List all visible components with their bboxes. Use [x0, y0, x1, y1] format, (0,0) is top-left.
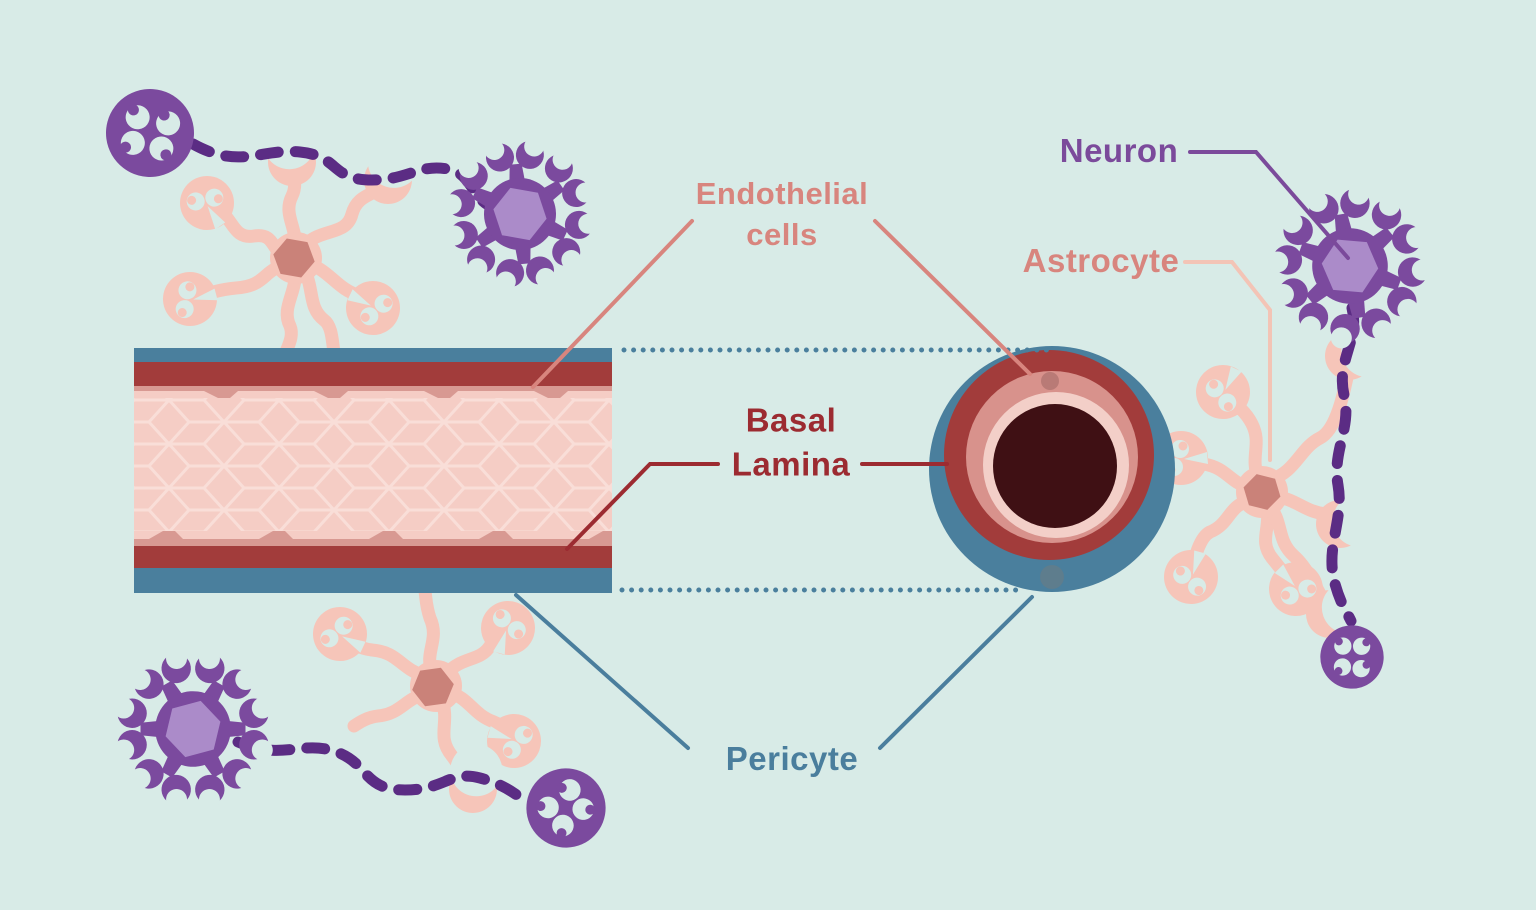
neuron-leader — [1188, 150, 1350, 260]
label-basal-lamina: Basal Lamina — [731, 401, 851, 482]
endothelial-junction-band-top — [134, 386, 612, 398]
label-astrocyte: Astrocyte — [1022, 242, 1180, 280]
label-endothelial-cells: Endothelial cells — [695, 176, 869, 252]
basal-lamina-layer-bottom — [134, 546, 612, 568]
pericyte-leader-left — [514, 593, 690, 750]
endothelium-hex-pattern — [134, 398, 612, 531]
astrocyte-leader — [1183, 260, 1272, 462]
axon-top-left — [187, 138, 494, 211]
basal-lamina-leader-left — [565, 462, 720, 551]
axon-right — [1326, 302, 1360, 627]
basal-lamina-layer-top — [134, 362, 612, 386]
label-neuron: Neuron — [1059, 132, 1179, 170]
endothelial-nucleus-dot — [1041, 372, 1059, 390]
capillary-longitudinal-section — [134, 348, 612, 593]
astrocyte-nucleus — [1243, 474, 1281, 510]
label-pericyte: Pericyte — [725, 740, 859, 778]
vessel-lumen — [993, 404, 1117, 528]
axon-bottom-left — [232, 736, 536, 809]
neural-cells-layer — [88, 79, 1443, 864]
pericyte-layer-top — [134, 348, 612, 362]
astrocyte-nucleus — [273, 238, 315, 278]
endothelial-junction-band-bottom — [134, 531, 612, 546]
endothelial-leader-right — [873, 219, 1032, 376]
capillary-cross-section — [929, 346, 1175, 592]
pericyte-layer-bottom — [134, 568, 612, 593]
endothelial-leader-left — [531, 219, 694, 389]
pericyte-nucleus-dot — [1040, 565, 1064, 589]
astrocyte-nucleus — [412, 667, 454, 707]
pericyte-leader-right — [878, 595, 1034, 750]
